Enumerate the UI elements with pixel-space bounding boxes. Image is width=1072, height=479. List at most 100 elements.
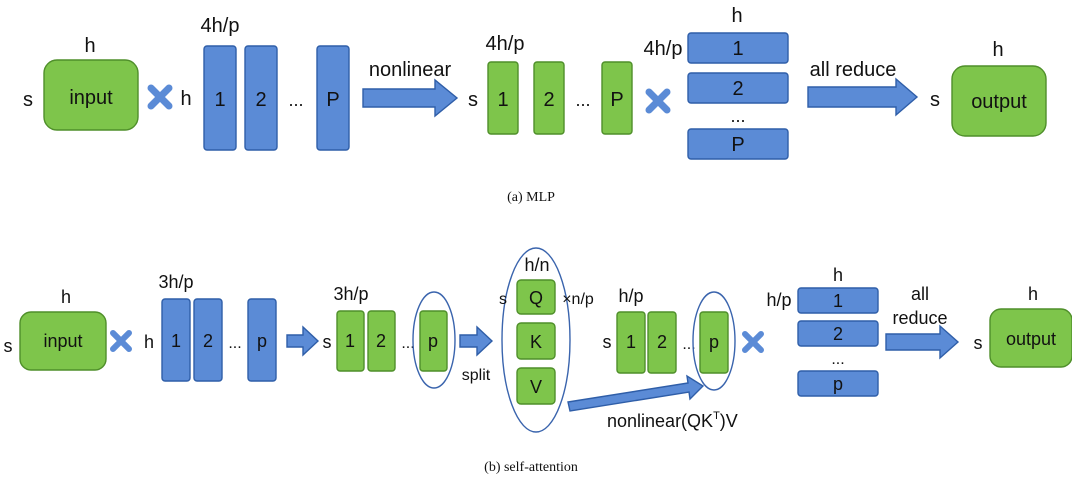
attn-qkv-seq-label: s: [499, 291, 507, 308]
attn-out-weight-shard-2: [797, 320, 879, 347]
mlp-panel: h s input h 4h/p 1 2 ... P nonlinear 4h/…: [23, 5, 1047, 205]
mlp-weight1-width-label: 4h/p: [201, 15, 240, 37]
attn-activation-shard-1-label: 1: [345, 331, 355, 351]
mlp-weight1-shard-p: [316, 45, 350, 151]
mlp-all-reduce-arrow: [807, 77, 919, 117]
mlp-weight2-shard-2: [687, 72, 789, 104]
attn-output-act-shard-p-label: p: [709, 332, 719, 352]
attn-weight-shard-2: [193, 298, 223, 382]
mlp-weight1-shard-1: [203, 45, 237, 151]
mlp-input-box: [43, 59, 139, 131]
attn-projection-arrow: [286, 325, 320, 357]
mlp-output-seq-label: s: [930, 89, 940, 111]
mlp-activation-shard-2: [533, 61, 565, 135]
attn-value-box: [516, 367, 556, 405]
mlp-activation-ellipsis: ...: [575, 90, 590, 110]
attn-all-label: all: [911, 284, 929, 304]
attn-weight-ellipsis: ...: [228, 335, 241, 352]
attn-nonlinear-arrow: [567, 374, 705, 412]
attn-weight-shard-p: [247, 298, 277, 382]
attn-out-weight-width-label: h: [833, 265, 843, 285]
mlp-multiply-icon: [147, 84, 173, 110]
attn-output-act-seq-label: s: [603, 332, 612, 352]
attn-value-label: V: [530, 377, 542, 397]
attn-all-reduce-arrow: [885, 324, 960, 360]
attn-activation-shard-1: [336, 310, 365, 372]
attn-output-box: [989, 308, 1072, 368]
attn-query-box: [516, 279, 556, 315]
attn-input-seq-label: s: [4, 336, 13, 356]
attn-activation-shard-2: [367, 310, 396, 372]
mlp-output-box: [951, 65, 1047, 137]
attn-split-arrow: [459, 325, 494, 357]
attn-heads-per-shard-label: ×n/p: [562, 291, 594, 308]
attn-activation-shard-2-label: 2: [376, 331, 386, 351]
mlp-nonlinear-arrow: [362, 78, 459, 118]
mlp-activation-width-label: 4h/p: [486, 33, 525, 55]
attention-panel: h s input h 3h/p 1 2 ... p 3h/p s 1 2 ..…: [4, 247, 1072, 475]
attn-out-weight-shard-1-label: 1: [833, 291, 843, 311]
attn-key-label: K: [530, 332, 542, 352]
mlp-weight2-ellipsis: ...: [730, 106, 745, 126]
attn-out-weight-shard-p: [797, 370, 879, 397]
mlp-input-seq-label: s: [23, 89, 33, 111]
mlp-activation-seq-label: s: [468, 89, 478, 111]
attn-activation-highlight: [412, 291, 456, 389]
attn-weight-shard-1: [161, 298, 191, 382]
attn-input-width-label: h: [61, 287, 71, 307]
attn-output-act-width-label: h/p: [618, 286, 643, 306]
mlp-activation-shard-p-label: P: [610, 89, 623, 111]
attn-activation-seq-label: s: [323, 332, 332, 352]
attn-output-act-highlight: [692, 291, 736, 391]
mlp-weight1-ellipsis: ...: [288, 90, 303, 110]
attn-output-act-shard-2: [647, 311, 677, 374]
mlp-output-width-label: h: [992, 39, 1003, 61]
attn-nonlinear-text-end: )V: [720, 411, 738, 431]
mlp-weight2-shard-1: [687, 32, 789, 64]
attn-activation-shard-p: [419, 310, 448, 372]
attn-out-weight-rows-label: h/p: [766, 290, 791, 310]
attn-qkv-highlight: [501, 247, 571, 433]
attn-output-act-shard-2-label: 2: [657, 332, 667, 352]
attn-split-label: split: [462, 367, 491, 384]
mlp-weight1-shard-2: [244, 45, 278, 151]
mlp-caption: (a) MLP: [507, 190, 555, 205]
mlp-output-label: output: [971, 91, 1027, 113]
mlp-weight1-shard-2-label: 2: [255, 89, 266, 111]
attn-head-width-label: h/n: [524, 255, 549, 275]
mlp-weight1-shard-1-label: 1: [214, 89, 225, 111]
attn-output-width-label: h: [1028, 284, 1038, 304]
mlp-nonlinear-label: nonlinear: [369, 59, 452, 81]
mlp-weight2-width-label: h: [731, 5, 742, 27]
attn-input-box: [19, 311, 107, 371]
attn-output-label: output: [1006, 329, 1056, 349]
mlp-weight1-shard-p-label: P: [326, 89, 339, 111]
mlp-weight2-shard-2-label: 2: [732, 78, 743, 100]
attn-activation-ellipsis: ...: [401, 335, 414, 352]
mlp-weight2-shard-p: [687, 128, 789, 160]
attention-caption: (b) self-attention: [484, 460, 578, 475]
mlp-input-label: input: [69, 87, 113, 109]
mlp-activation-shard-p: [601, 61, 633, 135]
attn-multiply-icon-2: [742, 331, 764, 353]
attn-reduce-label: reduce: [892, 308, 947, 328]
attn-out-weight-shard-1: [797, 287, 879, 314]
attn-nonlinear-text: nonlinear(QK: [607, 411, 713, 431]
mlp-multiply-icon-2: [645, 88, 671, 114]
mlp-activation-shard-1-label: 1: [497, 89, 508, 111]
attn-output-act-shard-p: [699, 311, 729, 374]
mlp-all-reduce-label: all reduce: [810, 59, 897, 81]
attn-output-seq-label: s: [974, 333, 983, 353]
attn-weight-shard-1-label: 1: [171, 331, 181, 351]
attn-weight-width-label: 3h/p: [158, 272, 193, 292]
attn-out-weight-shard-p-label: p: [833, 374, 843, 394]
attn-input-label: input: [43, 331, 82, 351]
attn-nonlinear-label: nonlinear(QKT)V: [607, 410, 738, 431]
attn-query-label: Q: [529, 288, 543, 308]
mlp-activation-shard-2-label: 2: [543, 89, 554, 111]
attn-transpose-superscript: T: [713, 410, 720, 422]
mlp-input-width-label: h: [84, 35, 95, 57]
mlp-weight2-rows-label: 4h/p: [644, 38, 683, 60]
attn-weight-rows-label: h: [144, 332, 154, 352]
attn-activation-shard-p-label: p: [428, 331, 438, 351]
